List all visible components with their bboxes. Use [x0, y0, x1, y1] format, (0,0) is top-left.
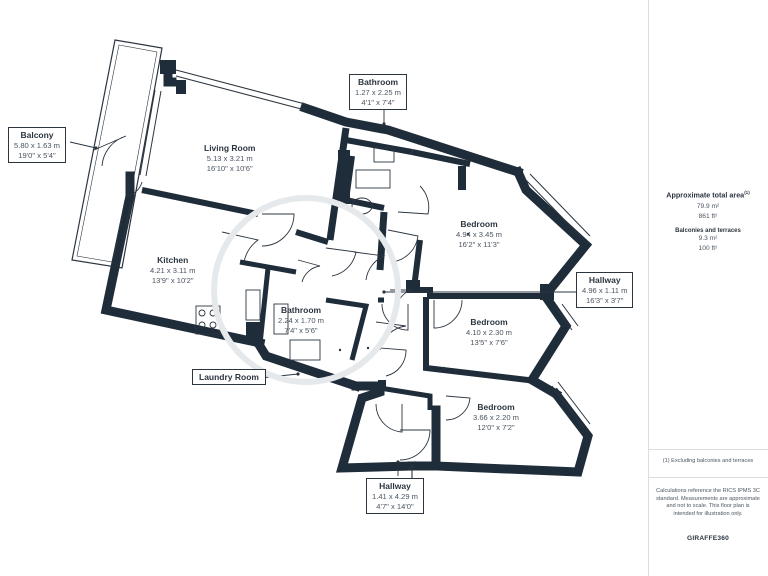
hallway-right-label: Hallway 4.96 x 1.11 m 16'3" x 3'7": [576, 272, 634, 309]
balcony-inner-outline: [76, 44, 158, 264]
total-area-title: Approximate total area: [666, 190, 745, 200]
balconies-ft2: 100 ft²: [698, 245, 718, 253]
watermark-circle: [211, 195, 401, 385]
living-room-metric: 5.13 x 3.21 m: [206, 153, 253, 163]
bedroom2-label: Bedroom 4.10 x 2.30 m 13'5" x 7'6": [466, 317, 512, 347]
total-area-m2: 79.9 m²: [696, 203, 720, 211]
kitchen-metric: 4.21 x 3.11 m: [150, 265, 196, 275]
living-room-title: Living Room: [204, 143, 256, 153]
doors: [93, 135, 471, 461]
laundry-room-label: Laundry Room: [192, 369, 266, 385]
bedroom3-title: Bedroom: [477, 402, 515, 412]
bedroom1-metric: 4.94 x 3.45 m: [456, 229, 503, 239]
hallway-right-title: Hallway: [588, 275, 621, 285]
kitchen-imperial: 13'9" x 10'2": [151, 275, 194, 285]
disclaimer-text: Calculations reference the RICS IPMS 3C …: [656, 488, 760, 517]
bathroom-top-metric: 1.27 x 2.25 m: [355, 87, 402, 97]
leader-dots: [94, 122, 470, 464]
hallway-bottom-label: Hallway 1.41 x 4.29 m 4'7" x 14'0": [366, 478, 425, 515]
windows: [113, 69, 591, 429]
bedroom1-title: Bedroom: [460, 219, 498, 229]
bathroom-mid-imperial: 7'4" x 5'6": [284, 325, 318, 335]
living-room-label: Living Room 5.13 x 3.21 m 16'10" x 10'6": [204, 143, 255, 173]
total-area-footnote-ref: (1): [744, 190, 750, 195]
kitchen-label: Kitchen 4.21 x 3.11 m 13'9" x 10'2": [150, 255, 195, 285]
hallway-bottom-title: Hallway: [379, 481, 411, 491]
bedroom2-metric: 4.10 x 2.30 m: [466, 327, 513, 337]
kitchen-title: Kitchen: [157, 255, 189, 265]
bedroom3-label: Bedroom 3.66 x 2.20 m 12'0" x 7'2": [473, 402, 519, 432]
bedroom2-imperial: 13'5" x 7'6": [470, 337, 508, 347]
balcony-metric: 5.80 x 1.63 m: [14, 140, 61, 150]
bedroom1-imperial: 16'2" x 11'3": [458, 239, 500, 249]
bathroom-top-title: Bathroom: [357, 77, 399, 87]
entrance-arrow-icon: [407, 464, 417, 478]
hallway-right-metric: 4.96 x 1.11 m: [582, 285, 628, 295]
bedroom3-metric: 3.66 x 2.20 m: [473, 412, 520, 422]
bedroom2-title: Bedroom: [470, 317, 508, 327]
bedroom1-label: Bedroom 4.94 x 3.45 m 16'2" x 11'3": [456, 219, 502, 249]
total-area-ft2: 861 ft²: [698, 213, 718, 221]
balcony-outline: [71, 39, 163, 269]
balcony-imperial: 19'0" x 5'4": [18, 150, 56, 160]
balcony-label: Balcony 5.80 x 1.63 m 19'0" x 5'4": [8, 127, 67, 164]
bathroom-mid-title: Bathroom: [280, 305, 322, 315]
hallway-bottom-metric: 1.41 x 4.29 m: [372, 491, 419, 501]
info-sidebar: [648, 0, 768, 576]
hallway-bottom-imperial: 4'7" x 14'0": [376, 501, 414, 511]
footnote-text: (1) Excluding balconies and terraces: [662, 458, 754, 464]
bedroom3-imperial: 12'0" x 7'2": [477, 422, 515, 432]
sidebar-divider-1: [648, 449, 768, 450]
balconies-heading: Balconies and terraces: [675, 228, 741, 235]
bathroom-mid-label: Bathroom 2.24 x 1.70 m 7'4" x 5'6": [278, 305, 324, 335]
sidebar-divider-2: [648, 477, 768, 478]
bathroom-top-imperial: 4'1" x 7'4": [361, 97, 395, 107]
living-room-imperial: 16'10" x 10'6": [206, 163, 253, 173]
balcony-title: Balcony: [20, 130, 54, 140]
total-area-heading: Approximate total area(1): [652, 190, 764, 199]
hallway-right-imperial: 16'3" x 3'7": [586, 295, 624, 305]
fixtures: [195, 147, 395, 361]
bathroom-mid-metric: 2.24 x 1.70 m: [278, 315, 325, 325]
floor-plan: [69, 39, 593, 478]
total-area-block: Approximate total area(1) 79.9 m² 861 ft…: [652, 190, 764, 254]
structure-blocks: [160, 60, 554, 390]
bathroom-top-label: Bathroom 1.27 x 2.25 m 4'1" x 7'4": [349, 74, 408, 111]
brand-logo: GIRAFFE360: [687, 535, 729, 542]
balconies-m2: 9.3 m²: [698, 235, 718, 243]
